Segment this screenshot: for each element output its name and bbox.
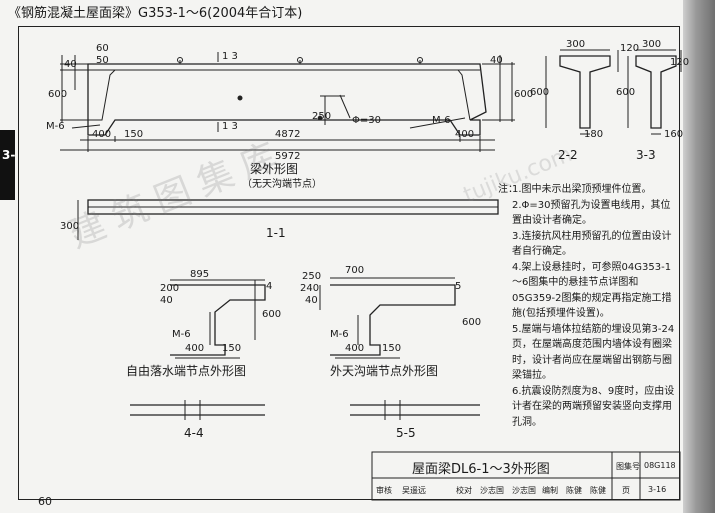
dim-right-600: 600: [514, 89, 534, 100]
note-item: 2.Φ=30预留孔为设置电线用，其位置由设计者确定。: [512, 199, 671, 227]
section-mark-bottom: 1 3: [222, 121, 238, 132]
free-dim-150: 150: [222, 343, 242, 354]
free-section-mark: 4: [266, 281, 273, 292]
sec22-dim-bottom: 180: [584, 129, 604, 140]
sec22-dim-right: 120: [620, 43, 640, 54]
free-detail-caption: 自由落水端节点外形图: [126, 364, 247, 378]
sec33-dim-left: 600: [616, 87, 636, 98]
note-item: 3.连接抗风柱用预留孔的位置由设计者自行确定。: [512, 230, 672, 258]
free-m6: M-6: [172, 329, 191, 340]
tb-checker: 沙志国: [480, 486, 504, 495]
sec55-caption: 5-5: [396, 426, 416, 440]
section-4-4-drawing: [130, 400, 265, 420]
gutter-dim-40: 40: [305, 295, 318, 306]
page-number-code: 3-16: [648, 485, 667, 494]
detail-free-drainage-drawing: [170, 279, 266, 359]
binding-edge: [683, 0, 715, 513]
dim-top-left-60: 60: [96, 43, 109, 54]
detail-outer-gutter-drawing: [319, 277, 456, 359]
sec11-dim: 300: [60, 221, 80, 232]
main-elevation-drawing: [60, 52, 515, 152]
dim-left-40: 40: [64, 59, 77, 70]
dim-bottom-4872: 4872: [275, 129, 301, 140]
sec22-dim-left: 600: [530, 87, 550, 98]
drawing-frame: [18, 26, 680, 500]
main-elevation-caption: 梁外形图: [250, 162, 299, 176]
chapter-tab: [0, 130, 15, 200]
sec33-dim-bottom: 160: [664, 129, 684, 140]
section-3-3-drawing: [627, 49, 682, 135]
free-dim-895: 895: [190, 269, 210, 280]
page-header-title: 《钢筋混凝土屋面梁》G353-1～6(2004年合订本): [8, 6, 303, 21]
gutter-m6: M-6: [330, 329, 349, 340]
gutter-detail-caption: 外天沟端节点外形图: [330, 364, 439, 378]
tb-reviewer: 吴遥远: [402, 486, 426, 495]
sec44-caption: 4-4: [184, 426, 204, 440]
atlas-label: 图集号: [616, 462, 640, 471]
section-mark-top: 1 3: [222, 51, 238, 62]
main-elevation-subcaption: （无天沟端节点）: [242, 179, 322, 190]
gutter-dim-150: 150: [382, 343, 402, 354]
sec33-caption: 3-3: [636, 148, 656, 162]
dim-right-40: 40: [490, 55, 503, 66]
dim-left-600: 600: [48, 89, 68, 100]
gutter-dim-600: 600: [462, 317, 482, 328]
dim-bottom-400-left: 400: [92, 129, 112, 140]
dim-bottom-400-right: 400: [455, 129, 475, 140]
notes-heading: 注：: [498, 184, 518, 195]
note-item: 1.图中未示出梁顶预埋件位置。: [512, 184, 652, 195]
sec33-dim-top: 300: [642, 39, 662, 50]
title-block: 屋面梁DL6-1～3外形图 图集号 08G118 页 3-16 审核 吴遥远 校…: [372, 452, 680, 500]
tb-check-label: 校对: [456, 486, 472, 495]
embed-m6-left: M-6: [46, 121, 65, 132]
dim-bottom-150-left: 150: [124, 129, 144, 140]
atlas-number: 08G118: [644, 461, 676, 470]
drawing-title: 屋面梁DL6-1～3外形图: [412, 462, 550, 477]
page-number: 60: [38, 495, 52, 508]
page-label: 页: [622, 486, 630, 495]
dim-top-left-50: 50: [96, 55, 109, 66]
note-item: 5.屋端与墙体拉结筋的埋设见第3-24页，在屋端高度范围内墙体设有圈梁时，设计者…: [512, 323, 675, 382]
sec22-caption: 2-2: [558, 148, 578, 162]
title-block-lines: [371, 451, 681, 501]
design-notes: 注： 1.图中未示出梁顶预埋件位置。 2.Φ=30预留孔为设置电线用，其位置由设…: [498, 182, 677, 430]
chapter-tab-label: 3-: [2, 148, 16, 162]
dim-250: 250: [312, 111, 332, 122]
sec11-caption: 1-1: [266, 226, 286, 240]
gutter-section-mark: 5: [455, 281, 462, 292]
section-5-5-drawing: [350, 400, 480, 420]
embed-m6-right: M-6: [432, 115, 451, 126]
dim-total-5972: 5972: [275, 151, 301, 162]
gutter-dim-250: 250: [302, 271, 322, 282]
tb-author-sign: 陈健: [590, 486, 606, 495]
tb-review-label: 审核: [376, 486, 392, 495]
free-dim-200: 200: [160, 283, 180, 294]
tb-author-label: 编制: [542, 486, 558, 495]
tb-checker-sign: 沙志国: [512, 486, 536, 495]
section-1-1-drawing: [77, 199, 499, 240]
note-item: 4.架上设悬挂时，可参照04G353-1～6图集中的悬挂节点详图和05G359-…: [512, 261, 672, 320]
sec33-dim-right: 120: [670, 57, 690, 68]
sec22-dim-top: 300: [566, 39, 586, 50]
note-item: 6.抗震设防烈度为8、9度时，应由设计者在梁的两端预留安装竖向支撑用孔洞。: [512, 385, 675, 428]
gutter-dim-700: 700: [345, 265, 365, 276]
section-2-2-drawing: [545, 49, 619, 135]
free-dim-600: 600: [262, 309, 282, 320]
gutter-dim-400: 400: [345, 343, 365, 354]
dim-phi30: Φ=30: [352, 115, 381, 126]
gutter-dim-240: 240: [300, 283, 320, 294]
tb-author: 陈健: [566, 486, 582, 495]
free-dim-40: 40: [160, 295, 173, 306]
free-dim-400: 400: [185, 343, 205, 354]
